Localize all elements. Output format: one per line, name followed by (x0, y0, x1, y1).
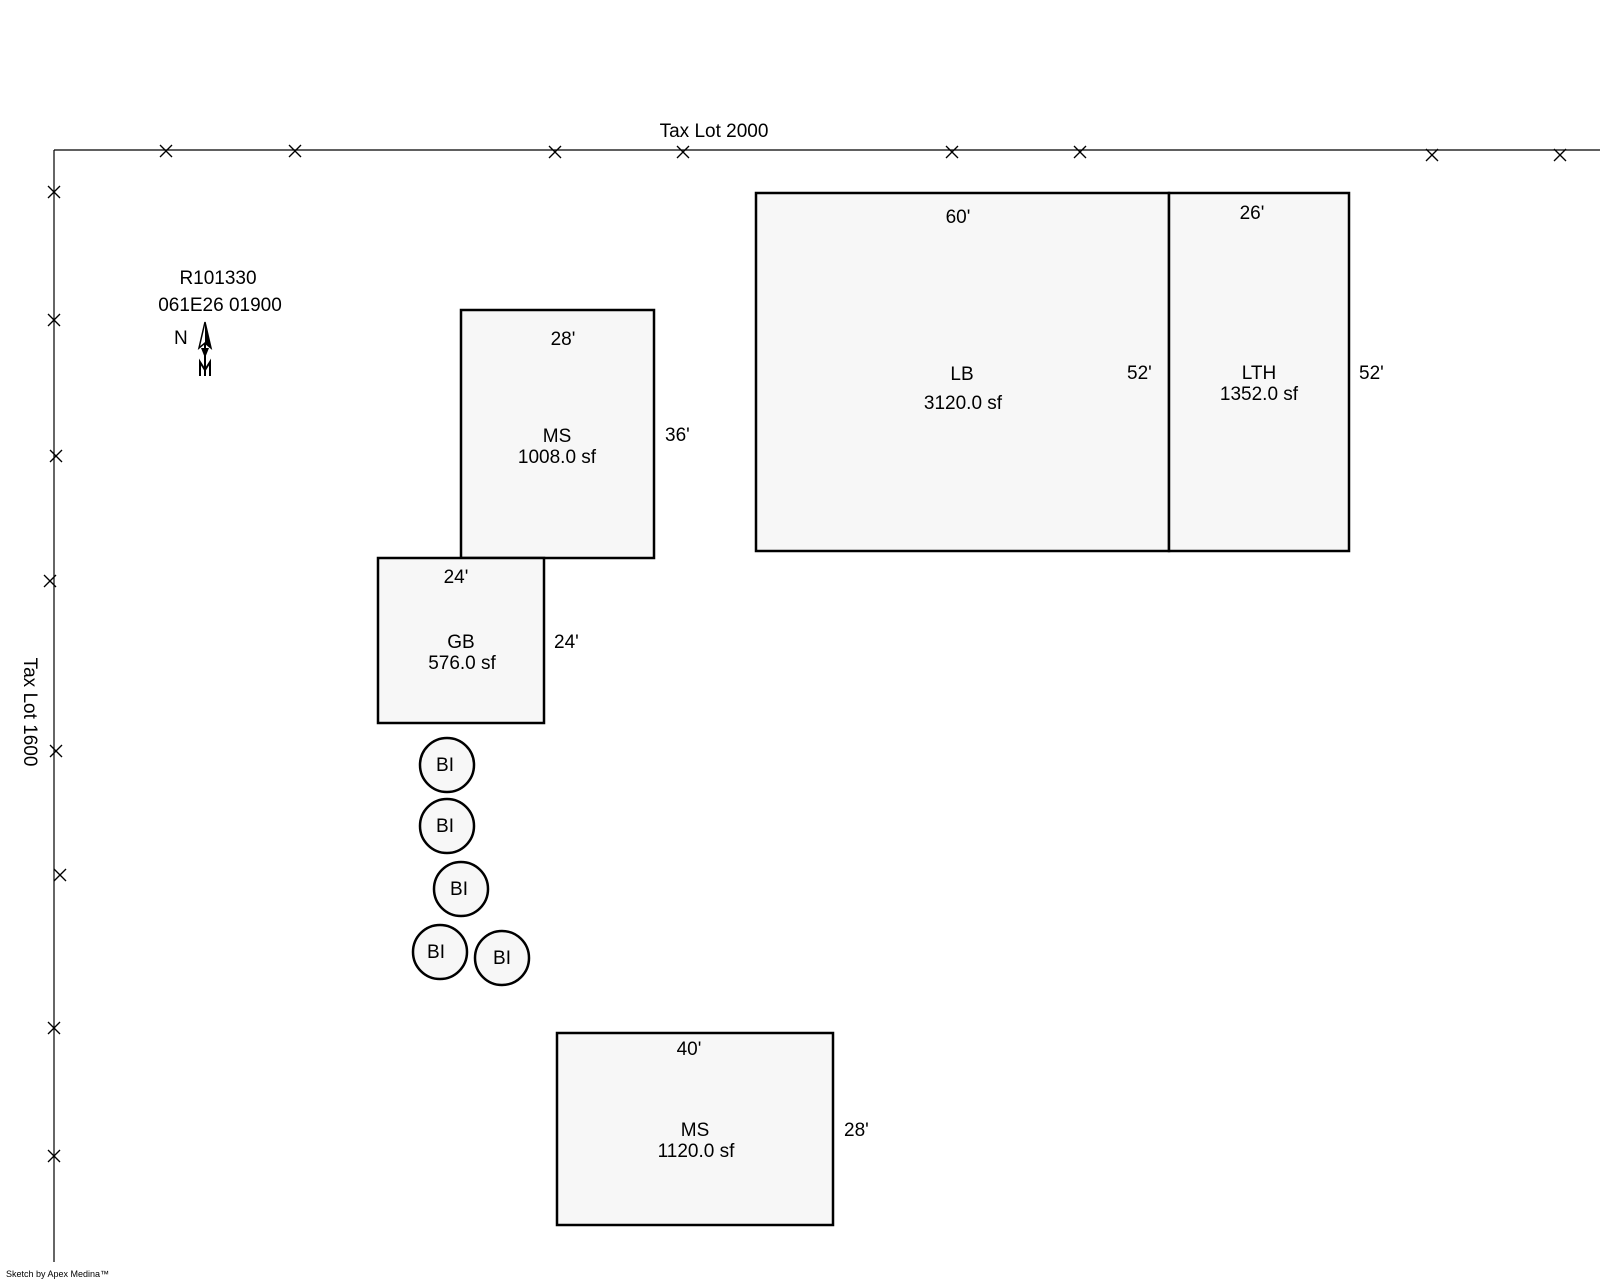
bin[interactable]: BI (411, 923, 469, 981)
ms-lower-code: MS (681, 1120, 710, 1141)
building-ms-lower[interactable]: 40' MS 1120.0 sf 28' (555, 1031, 869, 1227)
north-label: N (174, 328, 188, 349)
north-arrow-icon (197, 321, 213, 376)
bin-label: BI (450, 879, 468, 900)
bin-label: BI (427, 942, 445, 963)
gb-width: 24' (444, 567, 469, 588)
building-ms-upper[interactable]: 28' MS 1008.0 sf 36' (459, 308, 690, 560)
lb-code: LB (950, 364, 973, 385)
bin-label: BI (436, 755, 454, 776)
fence-marks-left (43, 185, 67, 1163)
neighbor-left-label: Tax Lot 1600 (19, 658, 40, 767)
lb-width: 60' (946, 207, 971, 228)
sketch-credit: Sketch by Apex Medina™ (6, 1269, 109, 1279)
ms-lower-width: 40' (677, 1039, 702, 1060)
lb-depth: 52' (1127, 363, 1152, 384)
gb-depth: 24' (554, 632, 579, 653)
ms-upper-width: 28' (551, 329, 576, 350)
bin[interactable]: BI (418, 797, 476, 855)
gb-code: GB (447, 632, 474, 653)
bin-label: BI (436, 816, 454, 837)
account-number: R101330 (179, 268, 256, 289)
bin[interactable]: BI (418, 736, 476, 794)
gb-area: 576.0 sf (428, 653, 496, 674)
lth-depth: 52' (1359, 363, 1384, 384)
neighbor-top-label: Tax Lot 2000 (660, 121, 769, 142)
fence-marks-top (159, 144, 1567, 162)
lth-area: 1352.0 sf (1220, 384, 1299, 405)
ms-upper-code: MS (543, 426, 572, 447)
map-taxlot: 061E26 01900 (158, 295, 282, 316)
building-lb[interactable]: 60' LB 3120.0 sf 52' (754, 191, 1171, 553)
building-lth[interactable]: 26' LTH 1352.0 sf 52' (1167, 191, 1384, 553)
bin[interactable]: BI (473, 929, 531, 987)
lb-area: 3120.0 sf (924, 393, 1003, 414)
ms-lower-depth: 28' (844, 1120, 869, 1141)
lth-code: LTH (1242, 363, 1276, 384)
bin[interactable]: BI (432, 860, 490, 918)
ms-upper-depth: 36' (665, 425, 690, 446)
building-gb[interactable]: 24' GB 576.0 sf 24' (376, 556, 579, 725)
ms-upper-area: 1008.0 sf (518, 447, 597, 468)
ms-lower-area: 1120.0 sf (658, 1141, 735, 1162)
lth-width: 26' (1240, 203, 1265, 224)
bin-label: BI (493, 948, 511, 969)
